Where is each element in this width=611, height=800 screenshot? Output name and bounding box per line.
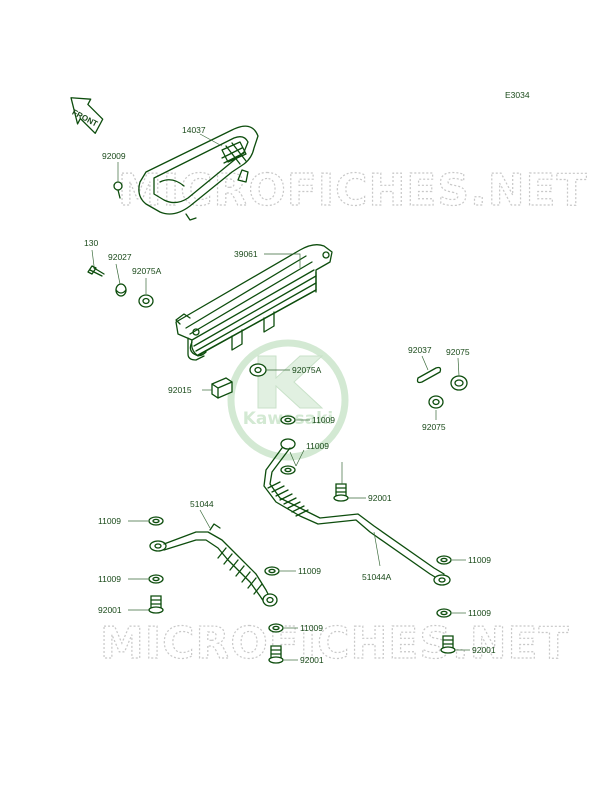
bolt-92001-c: [268, 645, 284, 664]
washer-11009-g: [436, 555, 452, 565]
label-11009-e: 11009: [298, 566, 321, 576]
label-11009-c: 11009: [98, 516, 121, 526]
bolt-92001-a: [333, 483, 349, 502]
label-14037: 14037: [182, 125, 206, 135]
label-130: 130: [84, 238, 98, 248]
oil-cooler: [175, 244, 333, 361]
oil-hose-51044A: [263, 438, 451, 586]
label-11009-d: 11009: [98, 574, 121, 584]
label-92037: 92037: [408, 345, 432, 355]
bolt-92001-d: [440, 635, 456, 654]
label-92075-a: 92075: [446, 347, 470, 357]
label-11009-a: 11009: [312, 415, 335, 425]
grommet-92075-right-a: [450, 375, 468, 391]
bolt-92001-b: [148, 595, 164, 614]
label-51044: 51044: [190, 499, 214, 509]
oil-cooler-cover: [138, 125, 259, 221]
oil-hose-51044: [149, 523, 278, 607]
clip-92037: [416, 366, 442, 384]
label-92015: 92015: [168, 385, 192, 395]
grommet-92075A-lower: [249, 363, 267, 377]
front-arrow-icon: FRONT: [70, 97, 104, 134]
diagram-code: E3034: [505, 90, 530, 100]
label-11009-g: 11009: [468, 555, 491, 565]
label-92075-b: 92075: [422, 422, 446, 432]
label-92009: 92009: [102, 151, 126, 161]
washer-11009-h: [436, 608, 452, 618]
grommet-92075A-top: [138, 294, 154, 308]
label-92001-a: 92001: [368, 493, 392, 503]
label-92001-d: 92001: [472, 645, 496, 655]
bolt-130: [87, 265, 105, 277]
label-92075A-top: 92075A: [132, 266, 162, 276]
washer-11009-e: [264, 566, 280, 576]
label-92075A-lower: 92075A: [292, 365, 322, 375]
washer-11009-a: [280, 415, 296, 425]
washer-11009-f: [268, 623, 284, 633]
label-51044A: 51044A: [362, 572, 392, 582]
nut-92015: [211, 377, 233, 399]
label-11009-f: 11009: [300, 623, 323, 633]
label-92001-c: 92001: [300, 655, 324, 665]
washer-11009-d: [148, 574, 164, 584]
label-92001-b: 92001: [98, 605, 122, 615]
label-11009-h: 11009: [468, 608, 491, 618]
watermark-top: MICROFICHES.NET: [118, 165, 588, 216]
collar-92027: [115, 283, 127, 297]
grommet-92075-right-b: [428, 395, 444, 409]
label-39061: 39061: [234, 249, 258, 259]
leader-lines: [91, 133, 470, 661]
watermark-bottom: MICROFICHES.NET: [100, 618, 570, 669]
label-11009-b: 11009: [306, 441, 329, 451]
washer-11009-c: [148, 516, 164, 526]
label-92027: 92027: [108, 252, 132, 262]
washer-11009-b: [280, 465, 296, 475]
